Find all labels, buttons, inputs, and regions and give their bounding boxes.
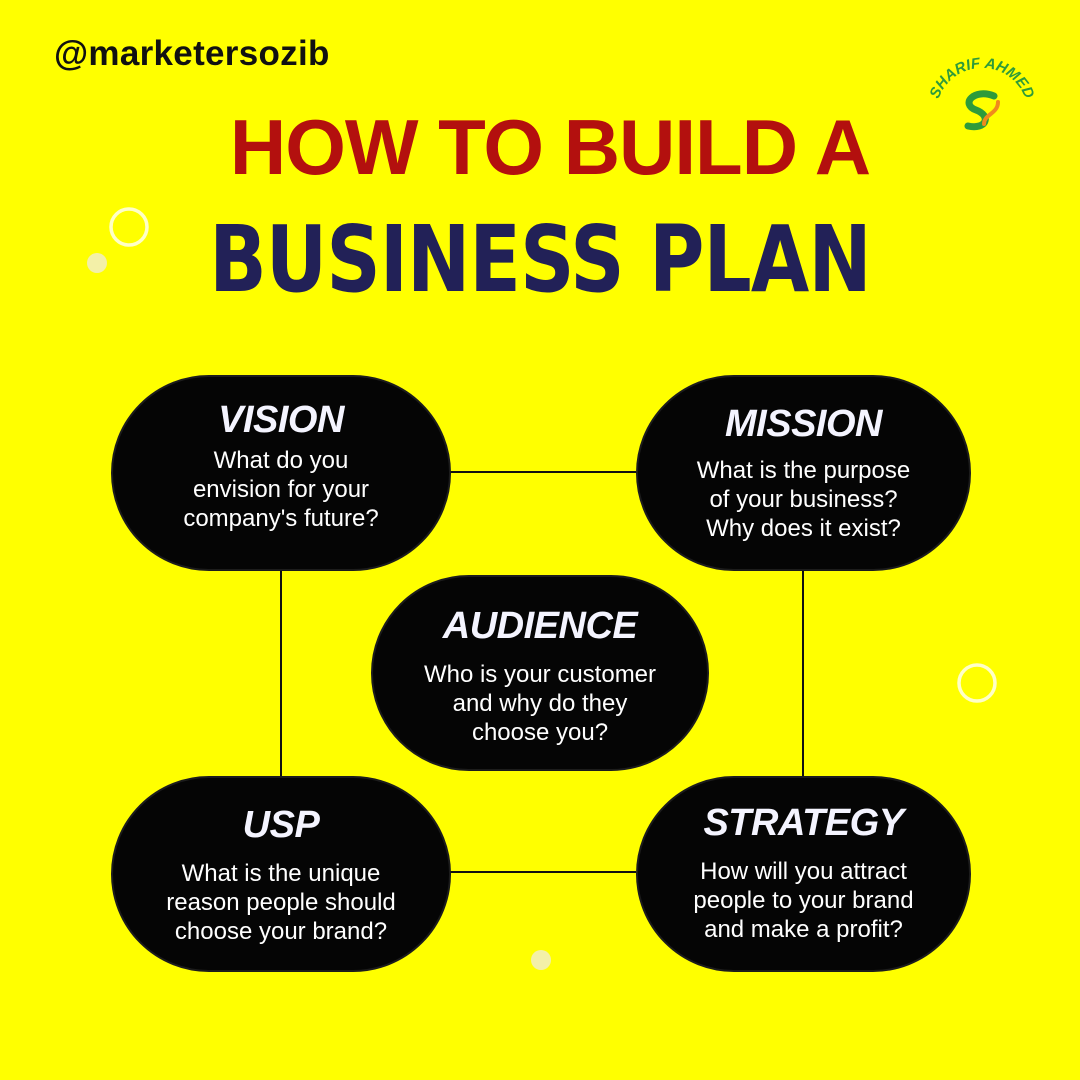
- node-audience-text: Who is your customer and why do they cho…: [423, 661, 657, 746]
- node-vision-text: What do you envision for your company's …: [183, 447, 379, 532]
- social-handle: @marketersozib: [54, 34, 330, 73]
- node-strategy: STRATEGY How will you attract people to …: [636, 776, 971, 972]
- node-strategy-text: How will you attract people to your bran…: [693, 858, 914, 943]
- node-mission: MISSION What is the purpose of your busi…: [636, 375, 971, 571]
- node-mission-text: What is the purpose of your business? Wh…: [696, 457, 911, 542]
- node-audience-title: AUDIENCE: [442, 605, 638, 647]
- brand-logo: SHARIF AHMED: [926, 55, 1038, 131]
- node-audience: AUDIENCE Who is your customer and why do…: [371, 575, 709, 771]
- node-strategy-title: STRATEGY: [703, 802, 904, 844]
- title-line-1: HOW TO BUILD A: [229, 103, 871, 191]
- node-vision-title: VISION: [218, 399, 344, 441]
- node-usp-title: USP: [242, 804, 320, 846]
- node-mission-title: MISSION: [725, 403, 882, 445]
- node-usp-text: What is the unique reason people should …: [166, 860, 396, 945]
- node-vision: VISION What do you envision for your com…: [111, 375, 451, 571]
- node-usp: USP What is the unique reason people sho…: [111, 776, 451, 972]
- title-line-2: BUSINESS PLAN: [209, 206, 871, 313]
